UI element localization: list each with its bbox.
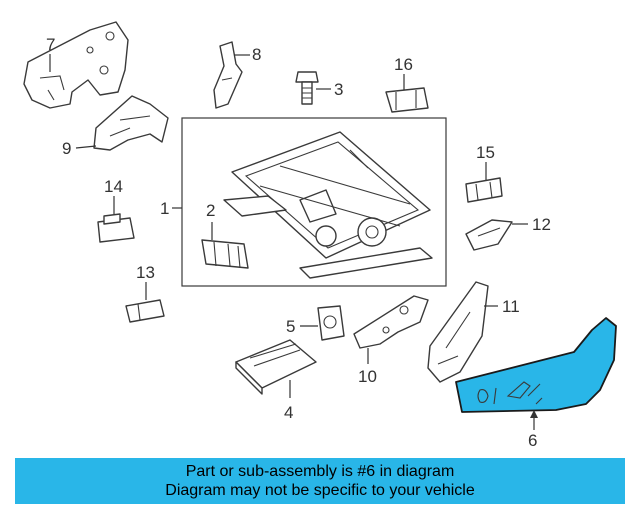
banner-line-1: Part or sub-assembly is #6 in diagram (185, 463, 455, 480)
callout-7: 7 (46, 35, 55, 54)
callout-13: 13 (136, 263, 155, 282)
part-8-bracket[interactable] (213, 41, 243, 109)
callout-3: 3 (334, 80, 343, 99)
part-5-motor[interactable] (317, 305, 345, 341)
callout-8: 8 (252, 45, 261, 64)
callout-6: 6 (528, 431, 537, 450)
part-13-bracket[interactable] (125, 299, 165, 323)
callout-12: 12 (532, 215, 551, 234)
part-12-bracket[interactable] (465, 219, 513, 251)
callout-2: 2 (206, 201, 215, 220)
part-1-seat-frame[interactable] (181, 117, 447, 287)
part-7-shield[interactable] (23, 21, 129, 109)
leader-9 (75, 145, 97, 149)
banner-line-2: Diagram may not be specific to your vehi… (165, 482, 475, 499)
callout-16: 16 (394, 55, 413, 74)
part-14-latch[interactable] (97, 213, 135, 243)
part-4-module[interactable] (235, 339, 317, 395)
callout-15: 15 (476, 143, 495, 162)
part-15-clip[interactable] (465, 177, 503, 203)
part-6-seat-side-cover[interactable] (455, 317, 617, 413)
callout-11: 11 (502, 297, 520, 316)
part-2-component[interactable] (201, 239, 249, 269)
callout-9: 9 (62, 139, 71, 158)
callout-10: 10 (358, 367, 377, 386)
callout-1: 1 (160, 199, 169, 218)
part-16-clip[interactable] (385, 87, 429, 113)
leader-6-arrowhead (530, 410, 538, 418)
part-11-bracket[interactable] (427, 281, 489, 383)
callout-5: 5 (286, 317, 295, 336)
callout-14: 14 (104, 177, 123, 196)
part-3-bolt[interactable] (295, 71, 319, 105)
part-info-banner: Part or sub-assembly is #6 in diagram Di… (15, 458, 625, 504)
parts-diagram: 7 8 3 16 9 1 (23, 21, 617, 450)
part-9-bracket[interactable] (93, 95, 169, 151)
part-10-linkage[interactable] (353, 295, 429, 349)
callout-4: 4 (284, 403, 293, 422)
